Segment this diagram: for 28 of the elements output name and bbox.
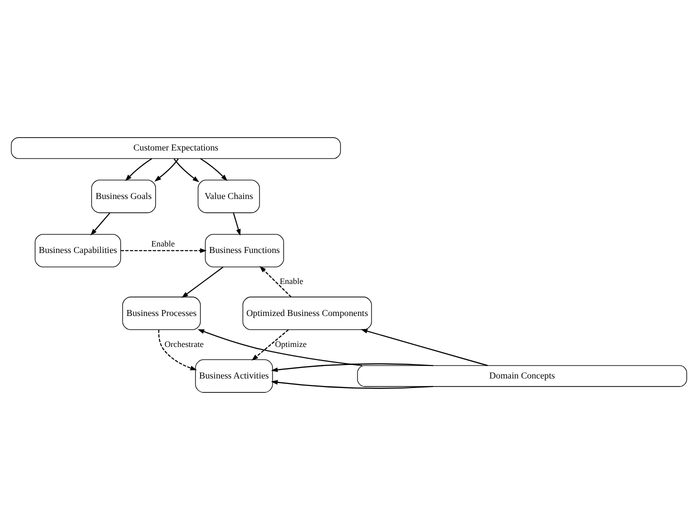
- edge-label: Enable: [280, 276, 304, 286]
- node-box: Domain Concepts: [357, 364, 688, 386]
- node-box: Value Chains: [198, 179, 260, 213]
- arrow: [233, 212, 241, 236]
- arrow: [120, 248, 207, 252]
- node-box: Business Capabilities: [34, 233, 122, 267]
- arrow: [182, 266, 224, 298]
- arrow: [271, 362, 434, 372]
- node-box: Business Functions: [204, 233, 284, 267]
- arrow: [198, 328, 362, 366]
- arrow: [200, 158, 228, 181]
- arrow: [360, 328, 488, 366]
- arrow: [158, 329, 197, 370]
- arrow: [260, 265, 292, 297]
- node-box: Business Processes: [122, 296, 201, 330]
- arrow: [174, 158, 200, 182]
- arrow: [154, 158, 179, 182]
- edge-label: Optimize: [275, 338, 307, 348]
- arrow: [252, 328, 289, 360]
- node-box: Optimized Business Components: [242, 296, 372, 330]
- node-box: Customer Expectations: [10, 136, 341, 158]
- edge-label: Enable: [151, 238, 175, 248]
- arrow: [271, 380, 434, 388]
- arrow: [125, 158, 152, 181]
- node-box: Business Activities: [195, 358, 273, 392]
- node-box: Business Goals: [91, 179, 156, 213]
- edge-label: Orchestrate: [164, 338, 204, 348]
- arrow: [90, 212, 110, 235]
